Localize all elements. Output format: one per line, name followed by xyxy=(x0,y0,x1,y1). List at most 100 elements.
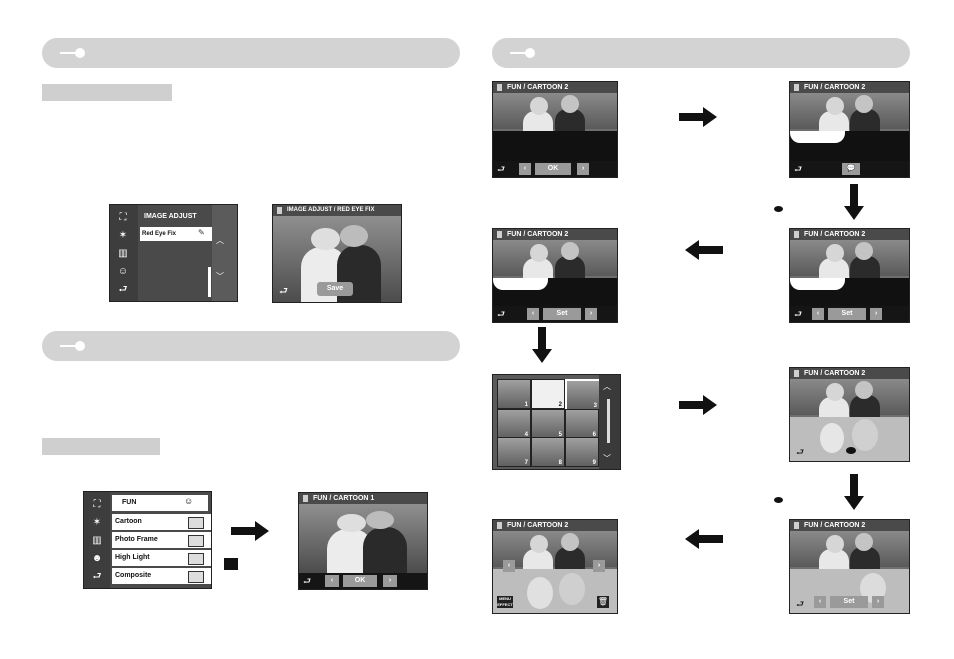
second-photo-panel xyxy=(493,569,617,613)
back-icon[interactable]: ⮐ xyxy=(796,447,805,457)
thumbnail-8[interactable]: 8 xyxy=(531,437,565,467)
arrow-down-head xyxy=(532,349,552,363)
menu-scroll-panel xyxy=(212,205,237,301)
arrow-down xyxy=(850,474,858,498)
back-icon[interactable]: ⮐ xyxy=(497,164,506,174)
speech-bubble xyxy=(493,278,548,290)
ok-button[interactable]: OK xyxy=(343,575,377,587)
control-bar: ⮐ ‹ Set › xyxy=(493,306,617,322)
scroll-down-icon[interactable]: ﹀ xyxy=(216,272,224,281)
prev-button[interactable]: ‹ xyxy=(325,575,339,587)
photo-frame-icon xyxy=(188,535,204,547)
speech-bubble-button[interactable]: 💬 xyxy=(842,163,860,175)
thumbnail-3[interactable]: 3 xyxy=(565,379,601,411)
next-button[interactable]: › xyxy=(872,596,884,608)
trash-icon[interactable]: 🗑 xyxy=(597,596,609,608)
couple-photo xyxy=(790,531,909,569)
set-button[interactable]: Set xyxy=(828,308,866,320)
prev-button[interactable]: ‹ xyxy=(503,560,515,572)
menu-item-photo-frame[interactable]: Photo Frame xyxy=(112,532,211,548)
fun-icon: ☺ xyxy=(184,496,194,506)
couple-photo xyxy=(790,379,909,417)
thumbnail-number: 5 xyxy=(558,432,562,438)
save-button[interactable]: Save xyxy=(317,282,353,296)
control-bar: ⮐ ‹ OK › xyxy=(299,573,427,589)
back-icon[interactable]: ⮐ xyxy=(497,309,506,319)
speech-bubble xyxy=(790,278,845,290)
menu-item-red-eye-fix[interactable]: Red Eye Fix xyxy=(142,231,177,237)
menu-item-high-light[interactable]: High Light xyxy=(112,550,211,566)
arrow-down xyxy=(538,327,546,351)
next-button[interactable]: › xyxy=(593,560,605,572)
scroll-bar[interactable] xyxy=(208,267,211,297)
thumbnail-4[interactable]: 4 xyxy=(497,409,531,439)
back-icon[interactable]: ⮐ xyxy=(794,309,803,319)
thumbnail-1[interactable]: 1 xyxy=(497,379,531,409)
scroll-up-icon[interactable]: ︿ xyxy=(216,236,224,245)
arrow-right xyxy=(231,527,255,535)
thumbnail-7[interactable]: 7 xyxy=(497,437,531,467)
screen-title: FUN / CARTOON 2 xyxy=(790,82,909,93)
prev-button[interactable]: ‹ xyxy=(812,308,824,320)
cartoon2-screen-set-right: FUN / CARTOON 2 ⮐ ‹ Set › xyxy=(789,228,910,323)
thumbnail-9[interactable]: 9 xyxy=(565,437,599,467)
thumbnail-number: 9 xyxy=(592,460,596,466)
thumbnail-6[interactable]: 6 xyxy=(565,409,599,439)
scroll-down-icon[interactable]: ﹀ xyxy=(603,454,611,463)
screen-title: FUN / CARTOON 2 xyxy=(790,520,909,531)
subheading-box xyxy=(42,84,172,101)
back-icon[interactable]: ⮐ xyxy=(796,599,805,609)
cartoon2-screen-set-left: FUN / CARTOON 2 ⮐ ‹ Set › xyxy=(492,228,618,323)
back-icon[interactable]: ⮐ xyxy=(794,164,803,174)
resize-icon: ⛶ xyxy=(119,212,127,223)
next-button[interactable]: › xyxy=(585,308,597,320)
speech-bubble-icon xyxy=(774,497,783,503)
couple-photo xyxy=(273,216,401,302)
banner-dot xyxy=(525,48,535,58)
banner-line xyxy=(510,52,526,54)
arrow-down-head xyxy=(844,496,864,510)
next-button[interactable]: › xyxy=(577,163,589,175)
high-light-icon xyxy=(188,553,204,565)
set-button[interactable]: Set xyxy=(830,596,868,608)
face-photo xyxy=(852,419,878,451)
scroll-up-icon[interactable]: ︿ xyxy=(603,382,611,391)
menu-item-cartoon[interactable]: Cartoon xyxy=(112,514,211,530)
section-banner-top-left xyxy=(42,38,460,68)
thumbnail-number: 8 xyxy=(558,460,562,466)
menu-effect-label[interactable]: MENU EFFECT xyxy=(497,596,513,608)
control-bar: ⮐ ‹ Set › xyxy=(790,306,909,322)
scroll-bar[interactable] xyxy=(607,399,610,443)
next-button[interactable]: › xyxy=(870,308,882,320)
back-icon[interactable]: ⮐ xyxy=(92,571,102,582)
second-photo-panel xyxy=(790,417,909,461)
back-icon[interactable]: ⮐ xyxy=(303,576,312,586)
menu-selected-row[interactable] xyxy=(140,227,212,241)
arrow-down xyxy=(850,184,858,208)
thumbnail-number: 3 xyxy=(593,403,597,409)
cartoon-icon xyxy=(224,558,238,570)
screen-title: FUN / CARTOON 2 xyxy=(790,229,909,240)
prev-button[interactable]: ‹ xyxy=(814,596,826,608)
thumbnail-number: 4 xyxy=(524,432,528,438)
thumbnail-5[interactable]: 5 xyxy=(531,409,565,439)
cartoon-icon xyxy=(188,517,204,529)
thumbnail-number: 6 xyxy=(592,432,596,438)
couple-photo xyxy=(493,240,617,278)
cartoon2-screen-start: FUN / CARTOON 2 ⮐ ‹ OK › xyxy=(492,81,618,178)
red-eye-fix-screen: IMAGE ADJUST / RED EYE FIX Save ⮐ xyxy=(272,204,402,303)
set-button[interactable]: Set xyxy=(543,308,581,320)
cartoon-panel xyxy=(790,278,909,306)
menu-item-composite[interactable]: Composite xyxy=(112,568,211,584)
next-button[interactable]: › xyxy=(383,575,397,587)
back-icon[interactable]: ⮐ xyxy=(279,286,288,297)
ok-button[interactable]: OK xyxy=(535,163,571,175)
composite-icon xyxy=(188,571,204,583)
prev-button[interactable]: ‹ xyxy=(527,308,539,320)
prev-button[interactable]: ‹ xyxy=(519,163,531,175)
back-icon[interactable]: ⮐ xyxy=(118,284,128,295)
banner-line xyxy=(60,52,76,54)
film-strip-icon: ▥ xyxy=(92,535,102,546)
thumbnail-2[interactable]: 2 xyxy=(531,379,565,409)
arrow-left xyxy=(699,535,723,543)
